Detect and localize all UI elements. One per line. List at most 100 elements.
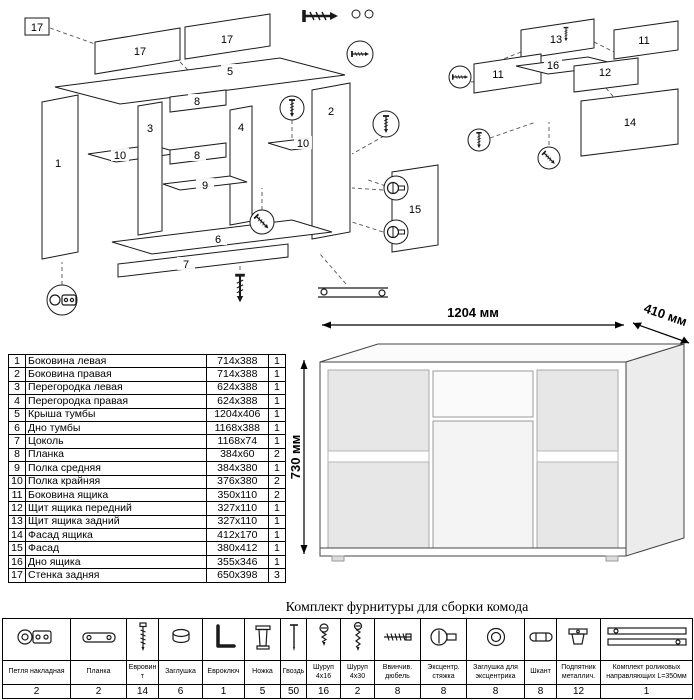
part-size: 714x388 (205, 367, 269, 382)
part-label: 6 (215, 234, 221, 246)
drawer-side-11-left (473, 53, 542, 94)
camlock-icon (420, 618, 467, 661)
part-label: 17 (134, 46, 146, 58)
part-number: 2 (7, 367, 27, 382)
part-number: 6 (7, 420, 27, 436)
part-label: 12 (599, 67, 611, 79)
hardware-item-name: Шкант (524, 660, 557, 685)
part-name: Перегородка левая (25, 380, 207, 396)
left-shelf (327, 450, 430, 463)
part-size: 1168x388 (205, 420, 269, 436)
cabinet-exploded-diagram: 17 17 17 5 1 3 10 8 4 8 9 10 2 6 7 15 (24, 8, 439, 316)
hardware-kit-title: Комплект фурнитуры для сборки комода (285, 600, 529, 615)
drawer-back-13 (520, 18, 595, 60)
right-shelf (536, 450, 619, 463)
hardware-item-qty: 50 (280, 684, 307, 699)
part-qty: 2 (267, 447, 287, 463)
plate-icon (70, 618, 127, 661)
callout-camlock (383, 175, 409, 201)
part-qty: 1 (267, 501, 287, 516)
part-label: 17 (31, 22, 43, 34)
part-number: 4 (7, 394, 27, 409)
hinge-icon (2, 618, 71, 661)
hardware-item-qty: 8 (524, 684, 557, 699)
part-label: 7 (183, 259, 189, 271)
roller-guides-icon (600, 618, 693, 661)
commode-top-face (319, 343, 685, 363)
hardware-item-name: Эксцентр. стяжка (420, 660, 467, 685)
hardware-item-name: Гвоздь (280, 660, 307, 685)
right-side-2 (311, 82, 351, 240)
hardware-item-qty: 2 (340, 684, 375, 699)
hardware-item-qty: 8 (420, 684, 467, 699)
hardware-item-qty: 2 (2, 684, 71, 699)
part-label: 2 (328, 106, 334, 118)
hardware-item-qty: 12 (556, 684, 601, 699)
hardware-item-name: Подпятник металлич. (556, 660, 601, 685)
screw-long-icon (340, 618, 375, 661)
part-qty: 1 (267, 394, 287, 409)
hardware-item-qty: 2 (70, 684, 127, 699)
part-label: 5 (227, 66, 233, 78)
hardware-item-qty: 8 (466, 684, 525, 699)
hardware-item-qty: 1 (202, 684, 245, 699)
part-name: Дно тумбы (25, 420, 207, 436)
plinth-7 (117, 243, 289, 278)
part-label: 13 (550, 34, 562, 46)
long-screw-icon (233, 273, 247, 304)
part-qty: 1 (267, 380, 287, 396)
part-name: Перегородка правая (25, 394, 207, 409)
part-size: 327x110 (205, 514, 269, 530)
hardware-item-qty: 14 (126, 684, 159, 699)
part-label: 17 (221, 34, 233, 46)
part-label: 9 (202, 180, 208, 192)
part-name: Цоколь (25, 434, 207, 449)
leg-icon (244, 618, 281, 661)
part-qty: 1 (267, 353, 287, 369)
label-box (24, 17, 50, 36)
part-qty: 1 (267, 541, 287, 556)
part-size: 380x412 (205, 541, 269, 556)
drawer-side-11-right (613, 20, 679, 60)
commode-side-face (625, 343, 685, 557)
part-size: 624x388 (205, 394, 269, 409)
hardware-item-name: Ножка (244, 660, 281, 685)
part-name: Щит ящика задний (25, 514, 207, 530)
part-label: 15 (409, 204, 421, 216)
part-name: Планка (25, 447, 207, 463)
part-label: 11 (492, 69, 503, 81)
part-number: 10 (7, 474, 27, 489)
part-size: 624x388 (205, 380, 269, 396)
part-number: 17 (7, 568, 27, 583)
hardware-item-qty: 1 (600, 684, 693, 699)
hardware-item-name: Петля накладная (2, 660, 71, 685)
part-size: 350x110 (205, 487, 269, 503)
part-size: 650x398 (205, 568, 269, 583)
part-qty: 1 (267, 420, 287, 436)
part-label: 3 (147, 123, 153, 135)
part-number: 7 (7, 434, 27, 449)
part-number: 8 (7, 447, 27, 463)
leg (605, 555, 619, 562)
part-label: 11 (638, 35, 649, 47)
part-name: Стенка задняя (25, 568, 207, 583)
drawer-exploded-diagram: 13 11 11 16 12 14 (448, 18, 679, 170)
dowel-screw-icon (374, 618, 421, 661)
part-qty: 1 (267, 514, 287, 530)
door-front (432, 420, 534, 549)
part-label: 8 (194, 96, 200, 108)
part-size: 384x380 (205, 461, 269, 476)
part-label: 1 (55, 158, 61, 170)
width-dimension: 1204 мм (322, 305, 624, 329)
leg (331, 555, 345, 562)
